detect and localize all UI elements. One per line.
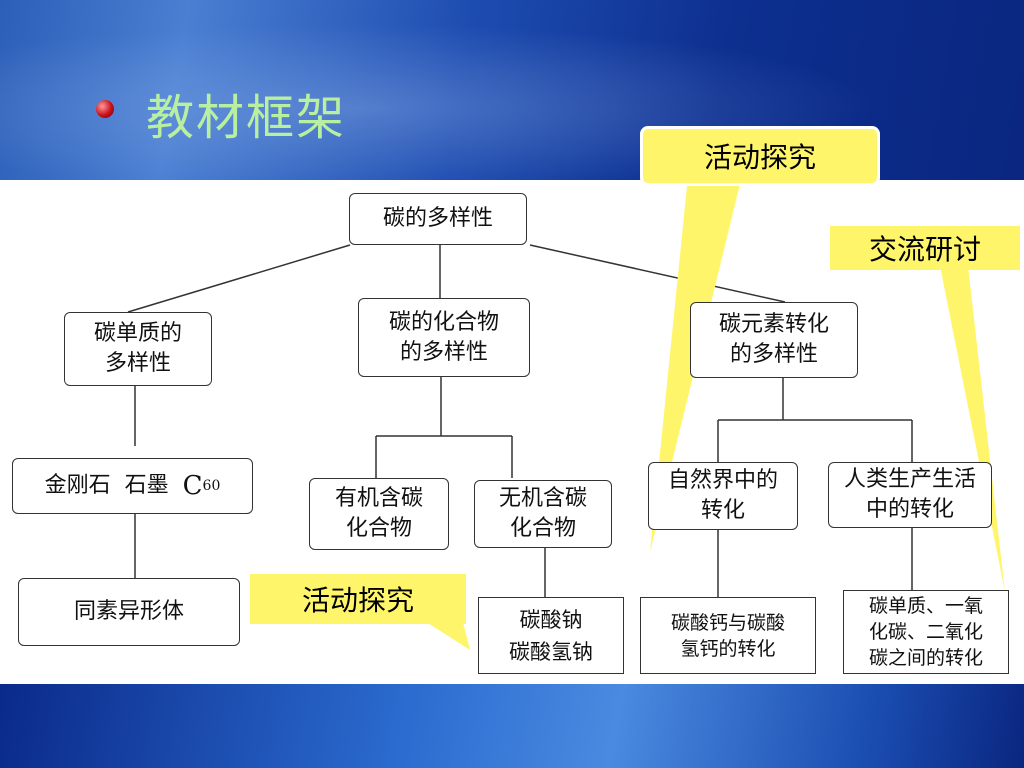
node-calcium-carbonates: 碳酸钙与碳酸 氢钙的转化 (640, 597, 816, 674)
node-label: 碳的多样性 (382, 206, 493, 231)
node-label-line1: 碳单质、一氧 (868, 595, 983, 617)
callout-label: 交流研讨 (868, 233, 981, 266)
node-label-line1: 碳元素转化 (718, 312, 829, 337)
bullet-icon (96, 100, 114, 118)
node-label-line2: 的多样性 (729, 342, 818, 367)
callout-label: 活动探究 (301, 584, 414, 617)
connector-root-left (127, 244, 351, 313)
callout-pointer-exchange (940, 266, 1005, 592)
node-label-line2: 转化 (700, 498, 745, 523)
callout-activity-bottom: 活动探究 (250, 574, 466, 624)
slide-title: 教材框架 (146, 90, 347, 146)
node-label-line1: 碳的化合物 (388, 309, 499, 335)
node-label-line1: 碳酸钙与碳酸 (670, 611, 785, 634)
node-label-line1: 自然界中的 (667, 468, 778, 493)
node-elemental-diversity: 碳单质的 多样性 (64, 312, 212, 386)
callout-exchange: 交流研讨 (830, 226, 1020, 270)
node-label-line2: 氢钙的转化 (680, 637, 776, 660)
node-human-transform: 人类生产生活 中的转化 (828, 462, 992, 528)
connector-root-right (529, 244, 786, 303)
node-label-line2: 化合物 (509, 516, 576, 541)
node-label-line1: 有机含碳 (334, 486, 423, 511)
node-sodium-carbonates: 碳酸钠 碳酸氢钠 (478, 597, 624, 674)
node-label-line2: 化碳、二氧化 (868, 621, 983, 643)
node-carbon-diversity: 碳的多样性 (349, 193, 527, 245)
node-allotrope: 同素异形体 (18, 578, 240, 646)
c60-subscript: 60 (202, 478, 221, 494)
c60-letter: C (182, 471, 203, 501)
callout-label: 活动探究 (703, 141, 816, 174)
node-label-line1: 人类生产生活 (843, 467, 976, 492)
node-label-line2: 多样性 (104, 351, 171, 376)
node-label-line2: 中的转化 (865, 497, 954, 522)
node-label-line1: 碳酸钠 (519, 607, 583, 632)
node-inorganic-compounds: 无机含碳 化合物 (474, 480, 612, 548)
node-label-line1: 碳单质的 (93, 321, 182, 346)
header-background (0, 0, 1024, 180)
node-transform-diversity: 碳元素转化 的多样性 (690, 302, 858, 378)
node-label-line2: 化合物 (345, 516, 412, 541)
node-label-line1: 无机含碳 (498, 486, 587, 511)
node-label: 金刚石 石墨 (44, 473, 183, 498)
node-label-line2: 碳酸氢钠 (509, 639, 593, 664)
node-carbon-oxides: 碳单质、一氧 化碳、二氧化 碳之间的转化 (843, 590, 1009, 674)
node-organic-compounds: 有机含碳 化合物 (309, 478, 449, 550)
node-label-line3: 碳之间的转化 (868, 647, 983, 669)
node-nature-transform: 自然界中的 转化 (648, 462, 798, 530)
node-label-line2: 的多样性 (399, 339, 488, 365)
callout-activity-top: 活动探究 (640, 126, 880, 186)
footer-background (0, 684, 1024, 768)
callout-pointer-activity-bottom (420, 618, 470, 650)
node-label: 同素异形体 (73, 599, 184, 624)
node-compound-diversity: 碳的化合物 的多样性 (358, 298, 530, 377)
